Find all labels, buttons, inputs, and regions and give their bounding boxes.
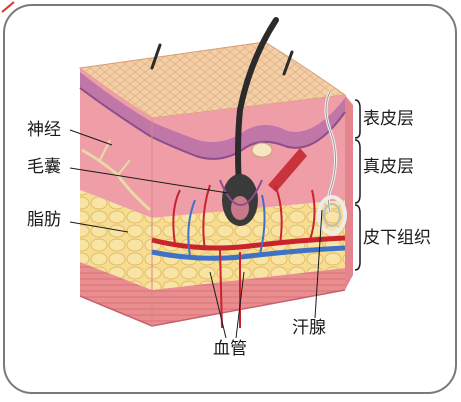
- label-hair-follicle: 毛囊: [27, 157, 61, 177]
- label-subcutis: 皮下组织: [363, 228, 431, 248]
- label-dermis: 真皮层: [363, 157, 414, 177]
- block-right-side: [345, 95, 353, 290]
- label-blood-vessel: 血管: [213, 339, 247, 359]
- label-fat: 脂肪: [27, 210, 61, 230]
- sebaceous-gland: [252, 143, 272, 157]
- label-nerve: 神经: [27, 120, 61, 140]
- label-epidermis: 表皮层: [363, 109, 414, 129]
- label-sweat-gland: 汗腺: [292, 318, 326, 338]
